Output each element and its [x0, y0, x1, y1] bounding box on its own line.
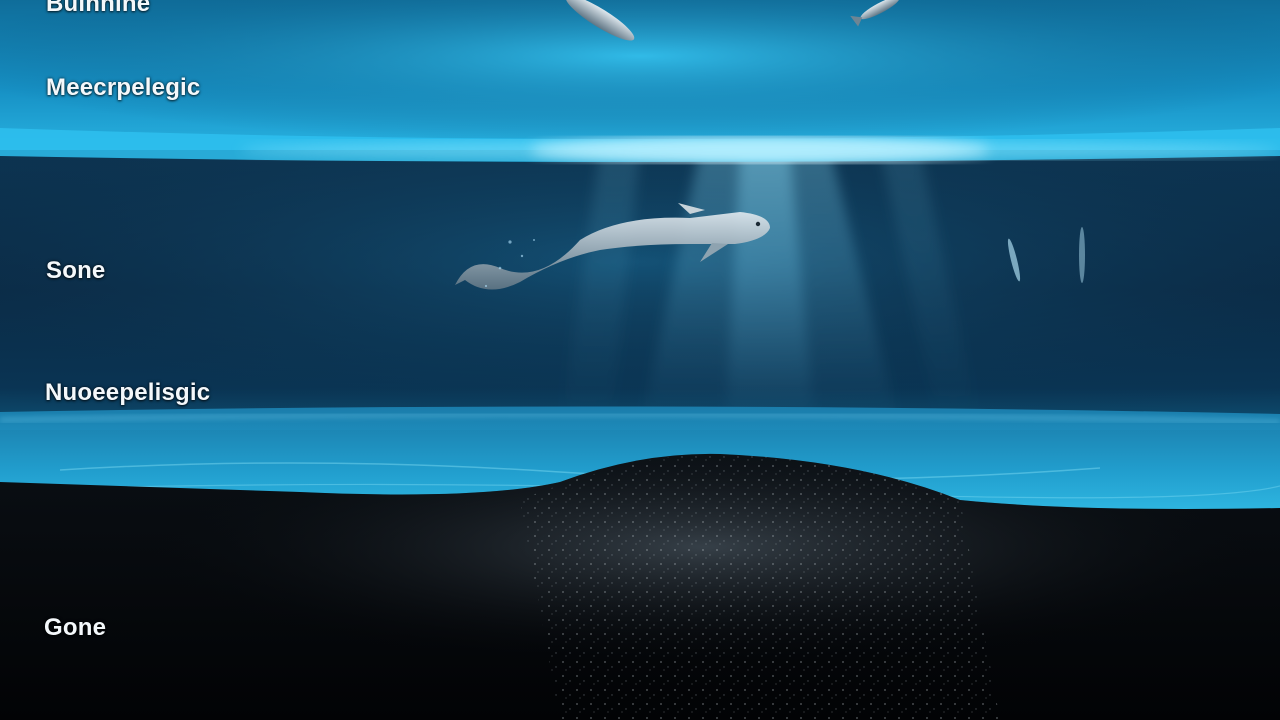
- upper-water-glow: [0, 0, 1280, 160]
- seafloor: [0, 453, 1280, 720]
- zone-label-top: Buinnine: [46, 0, 151, 17]
- small-fish-right: [1007, 227, 1085, 283]
- fish-top-right: [850, 0, 900, 27]
- zone-label-gone: Gone: [44, 614, 107, 641]
- fish-top-left: [565, 0, 635, 41]
- zone-label-mesopelagic: Meecrpelegic: [46, 74, 201, 101]
- deep-sea-eel-fish: [455, 203, 770, 290]
- mid-water-glow: [0, 150, 1280, 430]
- zone-label-sone: Sone: [46, 257, 106, 284]
- thermocline-boundary: [0, 128, 1280, 162]
- zone-label-abyssopelagic: Nuoeepelisgic: [45, 379, 211, 406]
- bubbles: [484, 239, 535, 288]
